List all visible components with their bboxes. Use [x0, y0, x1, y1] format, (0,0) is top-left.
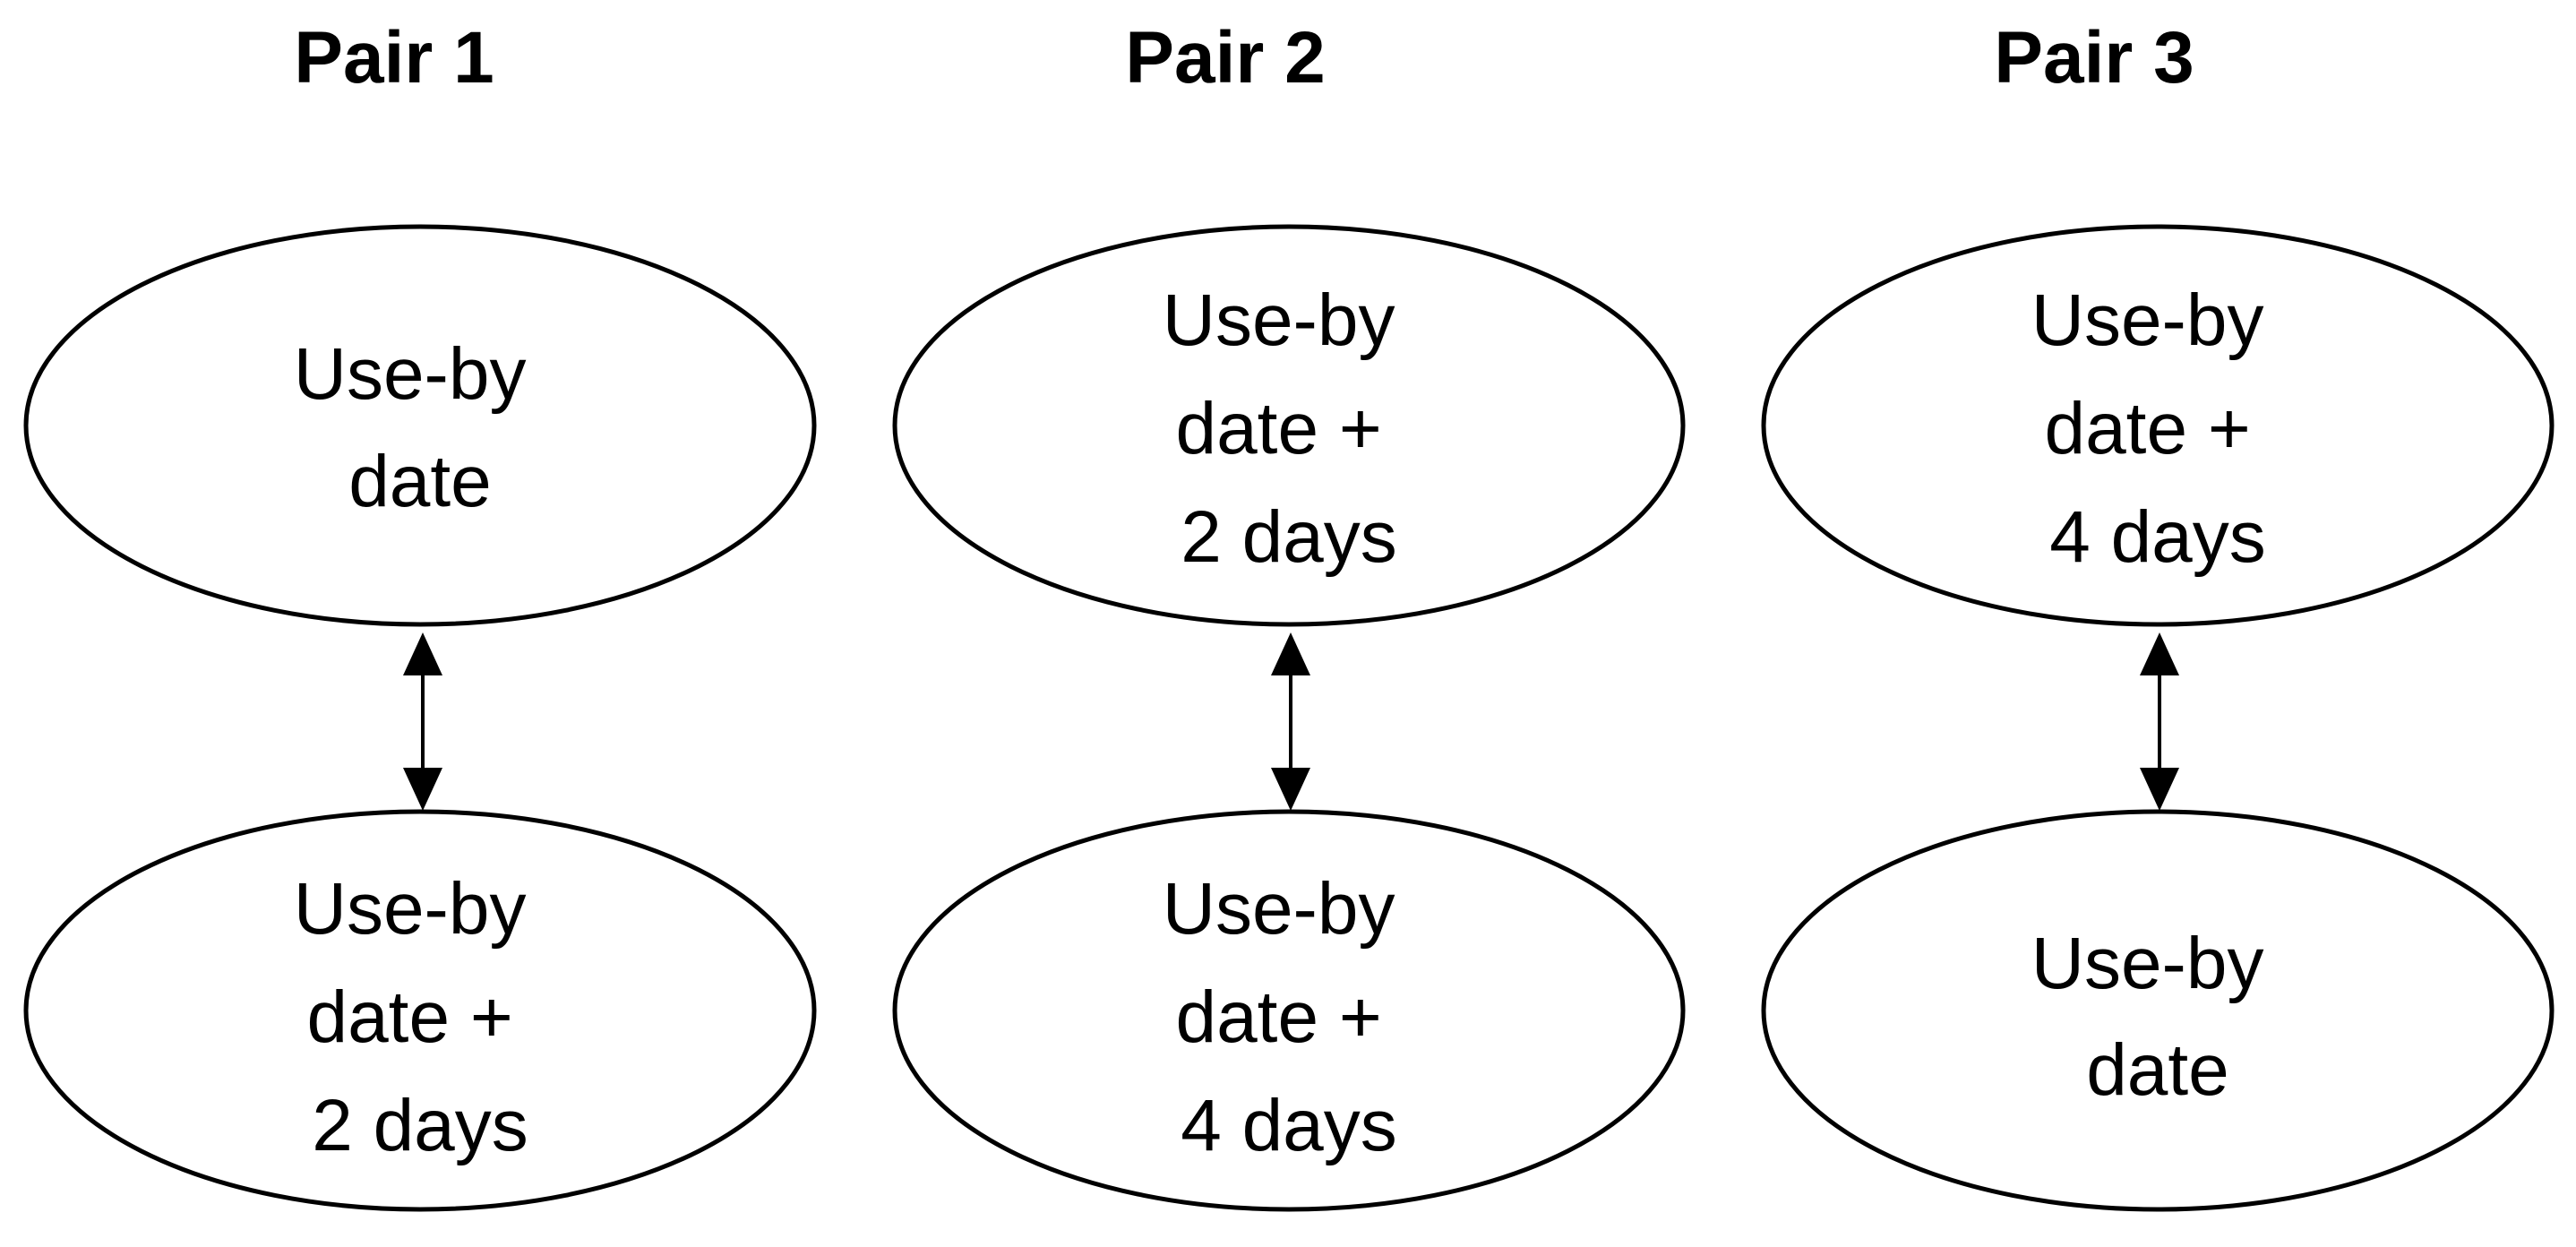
pair-1-arrow-head-down	[403, 768, 442, 811]
pair-1-top-node: Use-by date	[23, 224, 817, 627]
pair-3-bottom-node: Use-by date	[1761, 809, 2555, 1212]
pair-1-top-line-2: date	[348, 441, 492, 522]
pair-3-arrow-head-down	[2140, 768, 2179, 811]
pair-1-bottom-label: Use-by date + 2 days	[294, 868, 547, 1166]
pair-2-arrow-head-down	[1271, 768, 1310, 811]
pair-1: Pair 1 Use-by date Use-by date + 2 days	[23, 17, 817, 1212]
pair-2-bottom-line-1: Use-by	[1163, 868, 1395, 950]
pair-2: Pair 2 Use-by date + 2 days Use-by date …	[892, 17, 1686, 1212]
pair-3-bottom-ellipse	[1761, 809, 2555, 1212]
pair-2-top-label: Use-by date + 2 days	[1163, 280, 1416, 578]
pair-3-bottom-line-1: Use-by	[2031, 923, 2264, 1004]
pair-3-top-ellipse	[1761, 224, 2555, 627]
pair-1-top-ellipse	[23, 224, 817, 627]
pair-3-top-node: Use-by date + 4 days	[1761, 224, 2555, 627]
pair-1-bottom-node: Use-by date + 2 days	[23, 809, 817, 1212]
pair-3-top-line-3: 4 days	[2049, 496, 2266, 578]
pair-1-bottom-line-2: date +	[306, 976, 512, 1058]
pair-2-title: Pair 2	[1125, 17, 1325, 99]
pair-1-top-label: Use-by date	[294, 333, 547, 522]
pair-3-arrow-head-up	[2140, 632, 2179, 675]
pair-1-title: Pair 1	[294, 17, 494, 99]
pair-2-bottom-line-2: date +	[1175, 976, 1381, 1058]
pair-1-arrow-head-up	[403, 632, 442, 675]
pair-3-bottom-line-2: date	[2086, 1029, 2229, 1111]
pair-3-double-arrow	[2140, 632, 2179, 811]
pair-2-bottom-node: Use-by date + 4 days	[892, 809, 1686, 1212]
pair-2-bottom-line-3: 4 days	[1181, 1085, 1397, 1166]
pair-2-top-node: Use-by date + 2 days	[892, 224, 1686, 627]
pair-3-bottom-label: Use-by date	[2031, 923, 2285, 1111]
pair-2-double-arrow	[1271, 632, 1310, 811]
pair-3-top-label: Use-by date + 4 days	[2031, 280, 2285, 578]
pair-2-arrow-head-up	[1271, 632, 1310, 675]
pair-2-top-ellipse	[892, 224, 1686, 627]
pair-1-bottom-line-3: 2 days	[312, 1085, 528, 1166]
pair-2-top-line-3: 2 days	[1181, 496, 1397, 578]
pair-1-bottom-line-1: Use-by	[294, 868, 527, 950]
pair-1-double-arrow	[403, 632, 442, 811]
pair-3-title: Pair 3	[1994, 17, 2194, 99]
pair-2-bottom-label: Use-by date + 4 days	[1163, 868, 1416, 1166]
pair-2-top-line-1: Use-by	[1163, 280, 1395, 361]
pair-3-top-line-1: Use-by	[2031, 280, 2264, 361]
pair-3-top-line-2: date +	[2044, 388, 2250, 469]
pair-2-top-line-2: date +	[1175, 388, 1381, 469]
pair-3: Pair 3 Use-by date + 4 days Use-by date	[1761, 17, 2555, 1212]
pair-1-top-line-1: Use-by	[294, 333, 527, 415]
pair-2-bottom-ellipse	[892, 809, 1686, 1212]
pair-1-bottom-ellipse	[23, 809, 817, 1212]
